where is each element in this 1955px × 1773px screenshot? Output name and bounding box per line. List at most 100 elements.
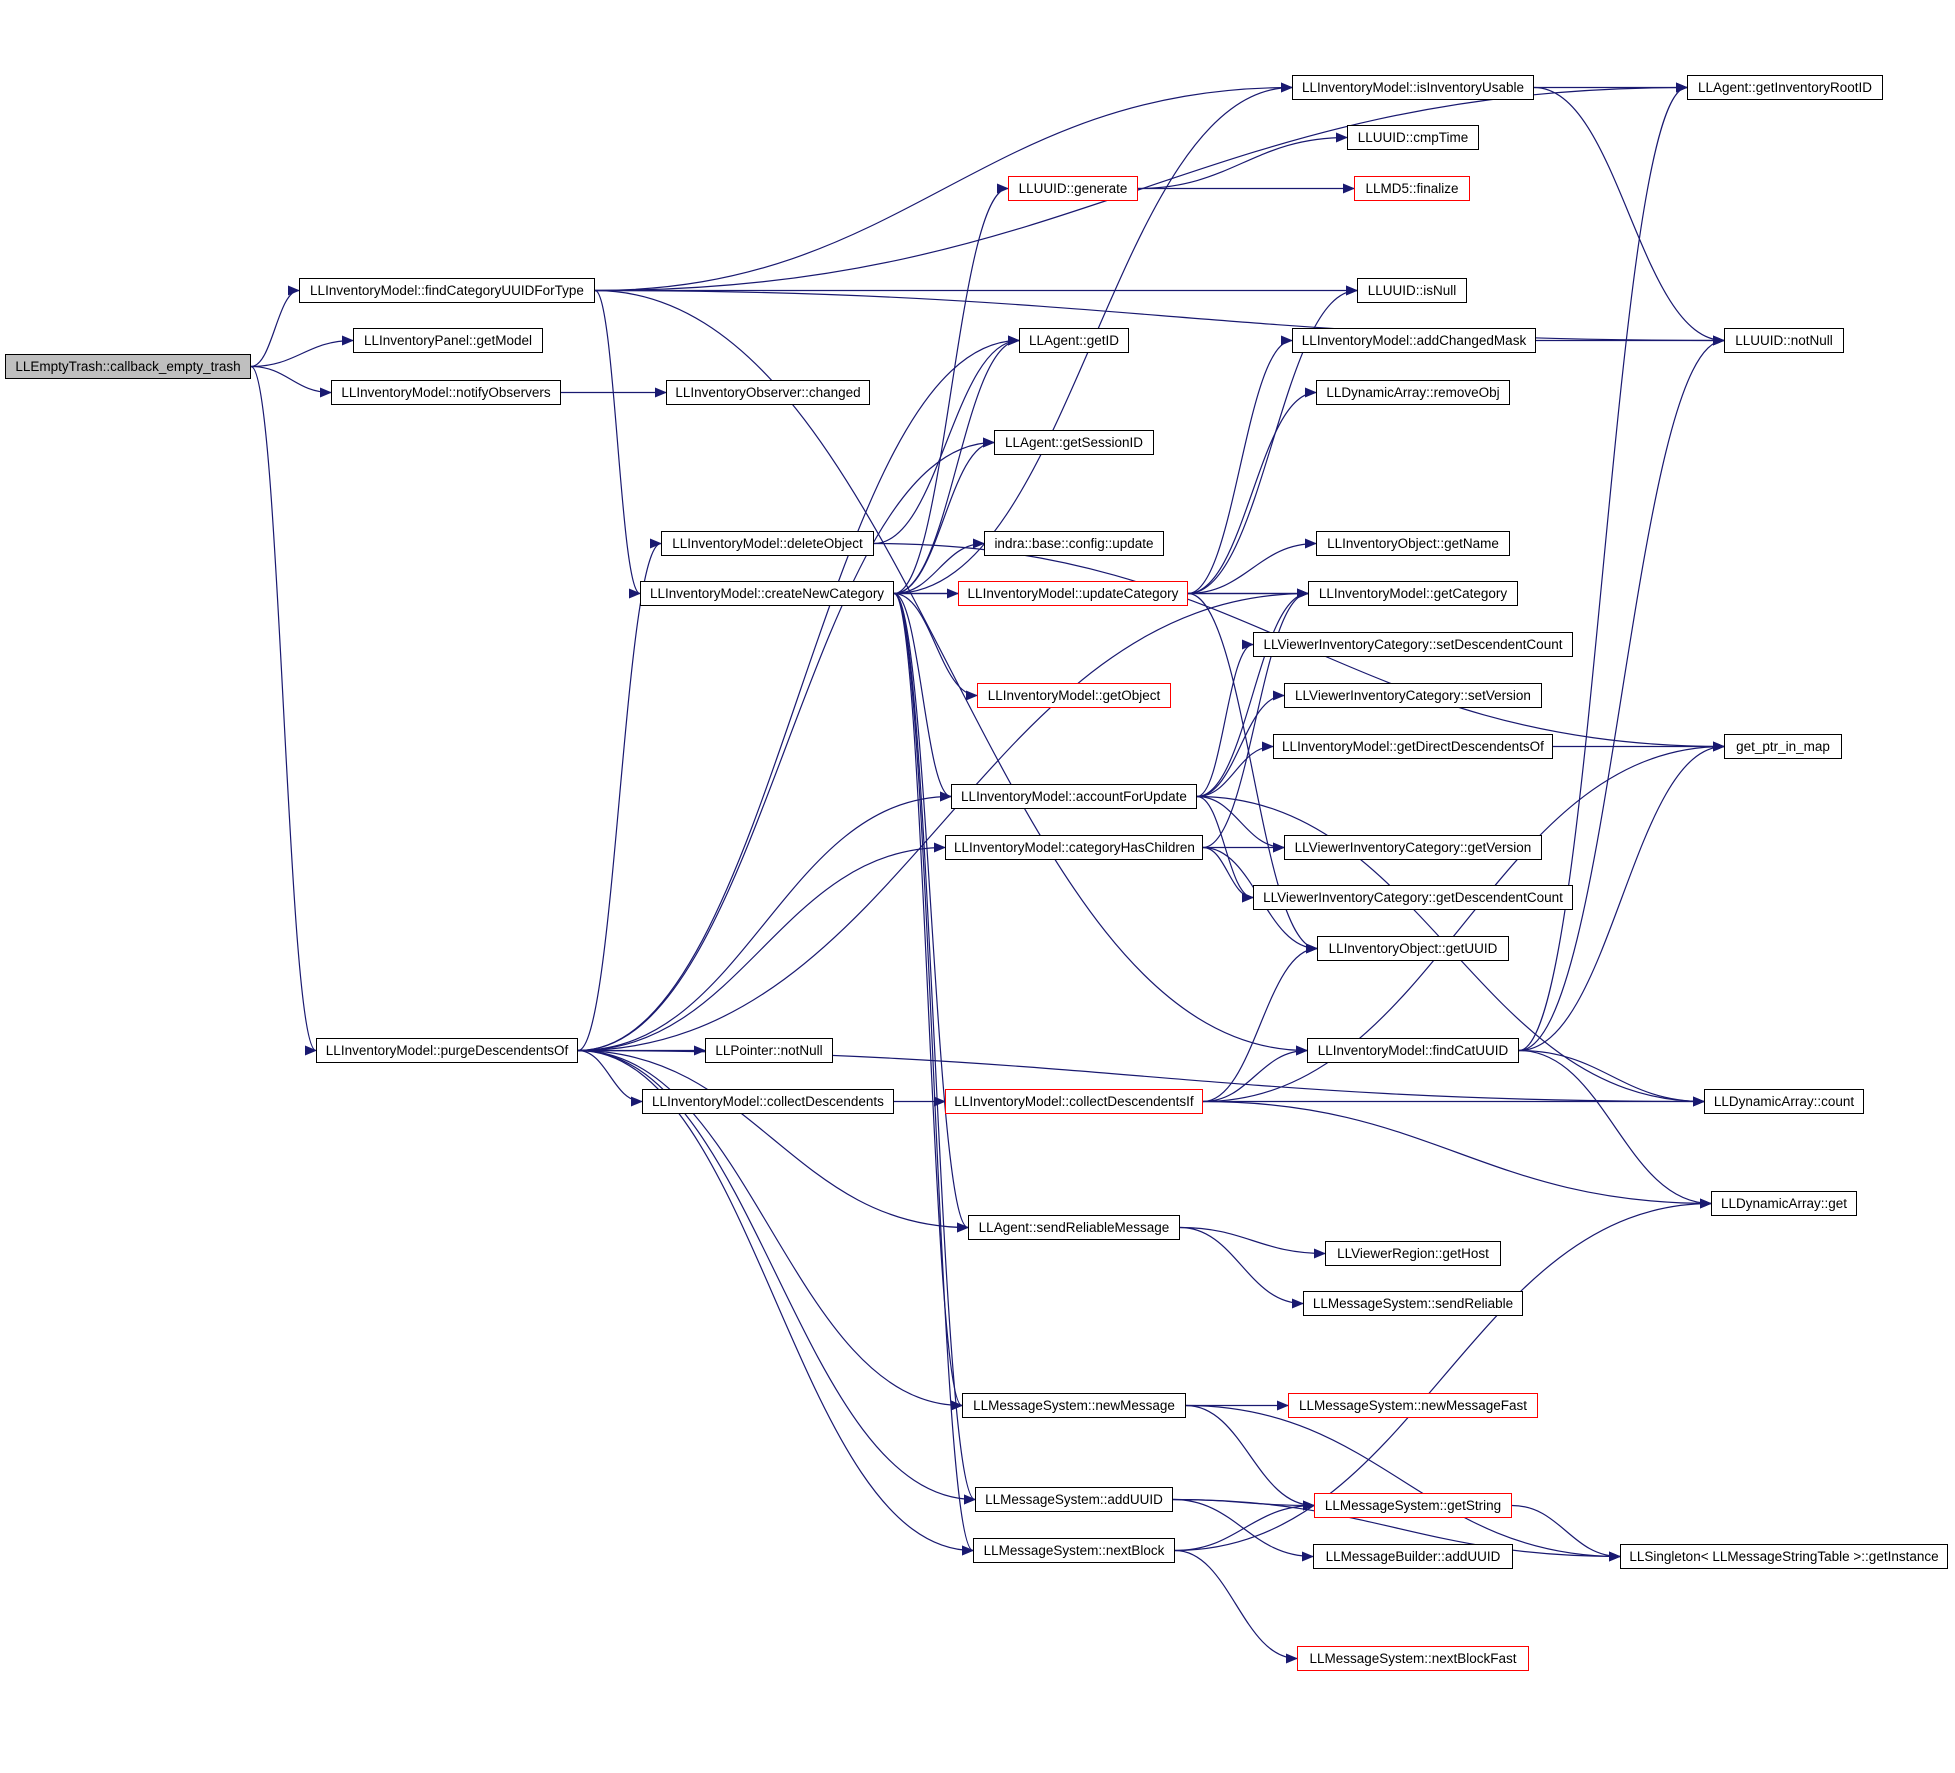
- edge-collectDescendentsIf-to-get: [1202, 1100, 1712, 1209]
- edge-findCatUUID-to-get: [1518, 1049, 1712, 1209]
- node-find-category-uuid-for-type[interactable]: LLInventoryModel::findCategoryUUIDForTyp…: [299, 278, 595, 303]
- edge-findCatUUID-to-count: [1518, 1049, 1705, 1107]
- edge-callback_empty_trash-to-getModel: [250, 335, 354, 368]
- node-send-reliable[interactable]: LLMessageSystem::sendReliable: [1303, 1291, 1523, 1316]
- node-get-ptr-in-map[interactable]: get_ptr_in_map: [1724, 734, 1842, 759]
- edge-findCatUUID-to-LLUUID_notNull: [1518, 335, 1725, 1052]
- node-update-category[interactable]: LLInventoryModel::updateCategory: [958, 581, 1188, 606]
- node-observer-changed[interactable]: LLInventoryObserver::changed: [666, 380, 870, 405]
- node-uuid-is-null[interactable]: LLUUID::isNull: [1357, 278, 1467, 303]
- edge-purgeDescendentsOf-to-accountForUpdate: [577, 791, 952, 1052]
- node-create-new-category[interactable]: LLInventoryModel::createNewCategory: [640, 581, 894, 606]
- edge-findCategoryUUIDForType-to-createNewCategory: [594, 289, 641, 599]
- edge-updateCategory-to-getName: [1187, 538, 1317, 595]
- node-get-descendent-count[interactable]: LLViewerInventoryCategory::getDescendent…: [1253, 885, 1573, 910]
- node-llpointer-not-null[interactable]: LLPointer::notNull: [705, 1038, 833, 1063]
- node-purge-descendents-of[interactable]: LLInventoryModel::purgeDescendentsOf: [316, 1038, 578, 1063]
- edge-accountForUpdate-to-setVersion: [1196, 690, 1285, 798]
- edge-purgeDescendentsOf-to-getCategory: [577, 588, 1309, 1052]
- node-uuid-cmp-time[interactable]: LLUUID::cmpTime: [1347, 125, 1479, 150]
- edge-purgeDescendentsOf-to-collectDescendents: [577, 1049, 643, 1107]
- edge-generate-to-cmpTime: [1137, 132, 1348, 190]
- node-message-add-uuid[interactable]: LLMessageSystem::addUUID: [975, 1487, 1173, 1512]
- edge-updateCategory-to-removeObj: [1187, 387, 1317, 595]
- edge-sendReliableMessage-to-sendReliable: [1179, 1226, 1304, 1309]
- node-get-name[interactable]: LLInventoryObject::getName: [1316, 531, 1510, 556]
- node-uuid-not-null[interactable]: LLUUID::notNull: [1724, 328, 1844, 353]
- node-dynamic-array-get[interactable]: LLDynamicArray::get: [1711, 1191, 1857, 1216]
- node-get-inventory-root-id[interactable]: LLAgent::getInventoryRootID: [1687, 75, 1883, 100]
- edge-addUUID-to-builder_addUUID: [1172, 1498, 1314, 1562]
- edge-nextBlock-to-getString: [1174, 1500, 1315, 1552]
- node-agent-get-id[interactable]: LLAgent::getID: [1019, 328, 1129, 353]
- node-send-reliable-message[interactable]: LLAgent::sendReliableMessage: [968, 1215, 1180, 1240]
- node-set-version[interactable]: LLViewerInventoryCategory::setVersion: [1284, 683, 1542, 708]
- node-get-version[interactable]: LLViewerInventoryCategory::getVersion: [1284, 835, 1542, 860]
- edge-updateCategory-to-addChangedMask: [1187, 335, 1293, 595]
- edge-deleteObject-to-getID: [873, 335, 1020, 545]
- edge-createNewCategory-to-accountForUpdate: [893, 592, 952, 802]
- node-get-host[interactable]: LLViewerRegion::getHost: [1325, 1241, 1501, 1266]
- node-remove-obj[interactable]: LLDynamicArray::removeObj: [1316, 380, 1510, 405]
- edge-findCategoryUUIDForType-to-isInventoryUsable: [594, 82, 1293, 292]
- node-new-message-fast[interactable]: LLMessageSystem::newMessageFast: [1288, 1393, 1538, 1418]
- node-md5-finalize[interactable]: LLMD5::finalize: [1354, 176, 1470, 201]
- node-get-model[interactable]: LLInventoryPanel::getModel: [353, 328, 543, 353]
- node-builder-add-uuid[interactable]: LLMessageBuilder::addUUID: [1313, 1544, 1513, 1569]
- node-category-has-children[interactable]: LLInventoryModel::categoryHasChildren: [945, 835, 1203, 860]
- node-get-instance[interactable]: LLSingleton< LLMessageStringTable >::get…: [1620, 1544, 1948, 1569]
- node-uuid-generate[interactable]: LLUUID::generate: [1008, 176, 1138, 201]
- edge-createNewCategory-to-generate: [893, 183, 1009, 595]
- node-find-cat-uuid[interactable]: LLInventoryModel::findCatUUID: [1307, 1038, 1519, 1063]
- edge-addUUID-to-getInstance: [1172, 1498, 1621, 1562]
- edge-callback_empty_trash-to-findCategoryUUIDForType: [250, 285, 300, 368]
- edge-accountForUpdate-to-getVersion: [1196, 795, 1285, 853]
- edge-purgeDescendentsOf-to-getID: [577, 335, 1020, 1052]
- node-is-inventory-usable[interactable]: LLInventoryModel::isInventoryUsable: [1292, 75, 1534, 100]
- node-get-direct-descendents-of[interactable]: LLInventoryModel::getDirectDescendentsOf: [1273, 734, 1553, 759]
- node-next-block-fast[interactable]: LLMessageSystem::nextBlockFast: [1297, 1646, 1529, 1671]
- edge-createNewCategory-to-getSessionID: [893, 437, 995, 595]
- node-get-object[interactable]: LLInventoryModel::getObject: [977, 683, 1171, 708]
- node-get-string[interactable]: LLMessageSystem::getString: [1314, 1493, 1512, 1518]
- edge-updateCategory-to-isNull: [1187, 285, 1358, 595]
- edge-createNewCategory-to-sendReliableMessage: [893, 592, 969, 1233]
- edge-callback_empty_trash-to-notifyObservers: [250, 365, 332, 398]
- edge-findCatUUID-to-get_ptr_in_map: [1518, 741, 1725, 1052]
- edge-accountForUpdate-to-getCategory: [1196, 588, 1309, 798]
- node-account-for-update[interactable]: LLInventoryModel::accountForUpdate: [951, 784, 1197, 809]
- node-collect-descendents-if[interactable]: LLInventoryModel::collectDescendentsIf: [945, 1089, 1203, 1114]
- edge-createNewCategory-to-config_update: [893, 538, 985, 595]
- node-dynamic-array-count[interactable]: LLDynamicArray::count: [1704, 1089, 1864, 1114]
- node-collect-descendents[interactable]: LLInventoryModel::collectDescendents: [642, 1089, 894, 1114]
- node-get-category[interactable]: LLInventoryModel::getCategory: [1308, 581, 1518, 606]
- node-new-message[interactable]: LLMessageSystem::newMessage: [962, 1393, 1186, 1418]
- node-delete-object[interactable]: LLInventoryModel::deleteObject: [661, 531, 874, 556]
- edge-isInventoryUsable-to-LLUUID_notNull: [1533, 86, 1725, 346]
- edge-createNewCategory-to-addUUID: [893, 592, 976, 1505]
- node-get-uuid[interactable]: LLInventoryObject::getUUID: [1317, 936, 1509, 961]
- edge-nextBlock-to-nextBlockFast: [1174, 1549, 1298, 1664]
- node-set-descendent-count[interactable]: LLViewerInventoryCategory::setDescendent…: [1253, 632, 1573, 657]
- edge-purgeDescendentsOf-to-deleteObject: [577, 538, 662, 1052]
- edge-findCatUUID-to-getInventoryRootID: [1518, 82, 1688, 1052]
- node-agent-get-session-id[interactable]: LLAgent::getSessionID: [994, 430, 1154, 455]
- edge-getString-to-getInstance: [1511, 1504, 1621, 1562]
- node-add-changed-mask[interactable]: LLInventoryModel::addChangedMask: [1292, 328, 1536, 353]
- edge-purgeDescendentsOf-to-newMessage: [577, 1049, 963, 1411]
- edge-findCategoryUUIDForType-to-LLUUID_notNull: [594, 289, 1725, 346]
- edge-collectDescendentsIf-to-getUUID: [1202, 943, 1318, 1103]
- edge-accountForUpdate-to-setDescendentCount: [1196, 639, 1254, 798]
- edge-sendReliableMessage-to-getHost: [1179, 1226, 1326, 1259]
- edge-createNewCategory-to-getObject: [893, 592, 978, 701]
- edge-purgeDescendentsOf-to-addUUID: [577, 1049, 976, 1505]
- node-callback-empty-trash[interactable]: LLEmptyTrash::callback_empty_trash: [5, 354, 251, 379]
- node-notify-observers[interactable]: LLInventoryModel::notifyObservers: [331, 380, 561, 405]
- node-config-update[interactable]: indra::base::config::update: [984, 531, 1164, 556]
- node-next-block[interactable]: LLMessageSystem::nextBlock: [973, 1538, 1175, 1563]
- edge-newMessage-to-getString: [1185, 1404, 1315, 1511]
- edge-purgeDescendentsOf-to-sendReliableMessage: [577, 1049, 969, 1233]
- edge-categoryHasChildren-to-getCategory: [1202, 588, 1309, 849]
- edge-callback_empty_trash-to-purgeDescendentsOf: [250, 365, 317, 1056]
